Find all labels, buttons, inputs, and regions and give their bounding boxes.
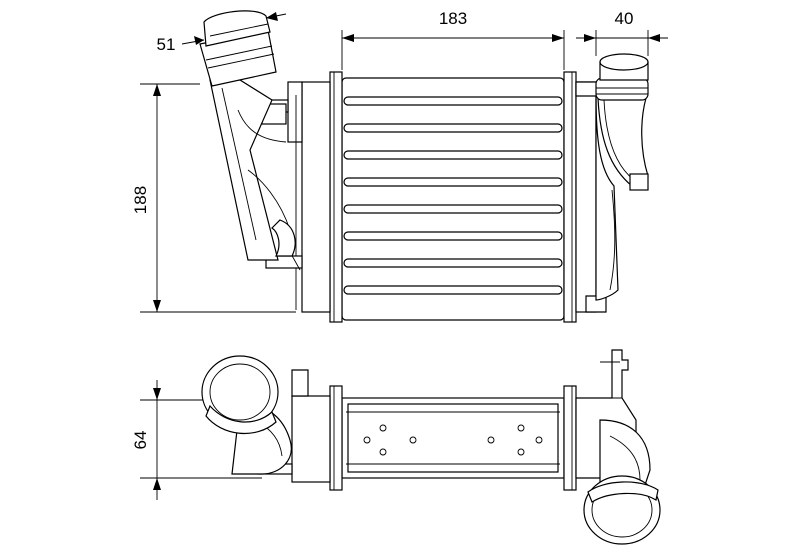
dimension-183-label: 183 [439,9,467,28]
top-view [201,349,661,545]
dimension-188-label: 188 [131,186,150,214]
dimension-188: 188 [131,83,296,313]
top-view-core [341,397,565,479]
inlet-pipe [199,10,296,261]
dimension-40: 40 [576,9,668,56]
top-view-outlet [583,419,661,545]
outlet-pipe [595,53,649,301]
dimension-51-label: 51 [157,35,176,54]
top-view-inlet [201,355,292,475]
dimension-lines: 183 40 51 188 [131,9,668,500]
dimension-183: 183 [341,9,565,70]
dimension-64: 64 [131,380,262,500]
intercooler-core [341,77,565,321]
dimension-40-label: 40 [615,9,634,28]
dimension-64-label: 64 [131,431,150,450]
right-end-tank [563,71,607,323]
cooling-fins [343,96,563,295]
mounting-holes [363,424,543,456]
dimension-51: 51 [157,12,287,54]
front-view [199,10,649,323]
